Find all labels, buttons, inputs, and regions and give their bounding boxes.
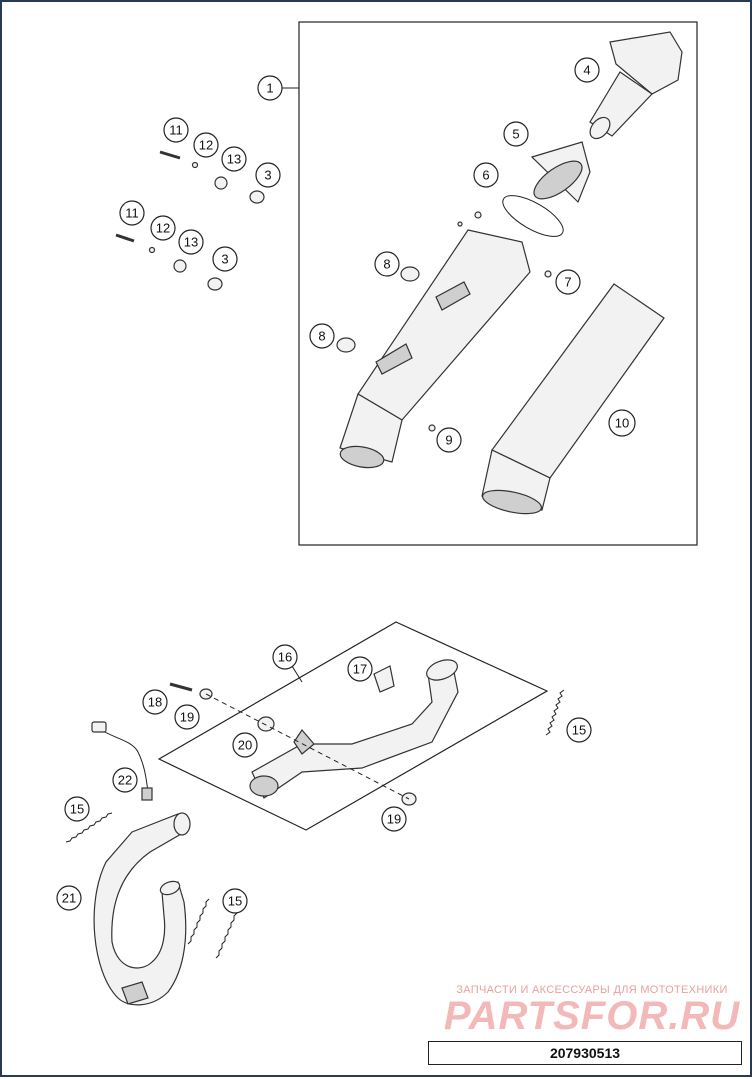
svg-text:7: 7 [564, 275, 571, 290]
callout-12: 12 [150, 215, 176, 241]
svg-text:18: 18 [148, 695, 162, 710]
svg-text:8: 8 [318, 329, 325, 344]
sensor-part [91, 721, 153, 801]
svg-text:3: 3 [264, 168, 271, 183]
svg-text:12: 12 [156, 221, 170, 236]
callout-15: 15 [222, 888, 248, 914]
header-group-box [157, 621, 549, 831]
callout-9: 9 [436, 427, 462, 453]
screw-part [428, 211, 552, 432]
callout-12: 12 [193, 132, 219, 158]
svg-text:10: 10 [615, 416, 629, 431]
svg-text:4: 4 [583, 63, 590, 78]
fastener-set-upper [159, 150, 265, 204]
callout-3: 3 [212, 246, 238, 272]
callout-19: 19 [174, 704, 200, 730]
svg-text:20: 20 [238, 738, 252, 753]
callout-8: 8 [309, 323, 335, 349]
end-cap-part [589, 31, 683, 140]
leader-line [291, 665, 303, 683]
grommet-part [336, 266, 420, 353]
callout-1: 1 [257, 75, 283, 101]
svg-text:9: 9 [445, 433, 452, 448]
svg-text:17: 17 [353, 662, 367, 677]
callout-22: 22 [112, 767, 138, 793]
callout-19: 19 [381, 806, 407, 832]
callout-6: 6 [473, 162, 499, 188]
svg-text:8: 8 [383, 257, 390, 272]
callout-11: 11 [119, 200, 145, 226]
svg-text:19: 19 [387, 812, 401, 827]
mid-pipe-part [249, 659, 459, 799]
silencer-body-part [339, 229, 531, 469]
callout-17: 17 [347, 656, 373, 682]
callout-3: 3 [255, 162, 281, 188]
spring-part [65, 689, 565, 959]
silencer-group-box [298, 21, 698, 546]
callout-16: 16 [272, 644, 298, 670]
header-pipe-part [93, 812, 191, 1006]
callout-18: 18 [142, 689, 168, 715]
svg-text:6: 6 [482, 168, 489, 183]
svg-text:13: 13 [227, 152, 241, 167]
svg-text:11: 11 [125, 206, 139, 221]
callout-7: 7 [555, 269, 581, 295]
diagram-code-box: 207930513 [428, 1041, 742, 1065]
svg-text:22: 22 [118, 773, 132, 788]
diagram-code: 207930513 [549, 1045, 621, 1061]
o-ring-part [502, 195, 564, 237]
callout-11: 11 [163, 117, 189, 143]
callout-13: 13 [178, 229, 204, 255]
callout-13: 13 [221, 146, 247, 172]
cone-part [530, 141, 591, 204]
callout-8: 8 [374, 251, 400, 277]
callout-15: 15 [566, 717, 592, 743]
callout-5: 5 [503, 121, 529, 147]
callout-21: 21 [56, 885, 82, 911]
svg-text:5: 5 [512, 127, 519, 142]
silencer-cover-part [481, 283, 665, 515]
svg-text:13: 13 [184, 235, 198, 250]
callout-10: 10 [608, 409, 636, 437]
clamp-part [373, 665, 395, 693]
fastener-set-lower [115, 233, 223, 291]
svg-text:15: 15 [228, 894, 242, 909]
svg-text:3: 3 [221, 252, 228, 267]
bolt-part [169, 682, 193, 692]
callout-15: 15 [64, 796, 90, 822]
callout-20: 20 [232, 732, 258, 758]
svg-text:19: 19 [180, 710, 194, 725]
svg-text:21: 21 [62, 891, 76, 906]
svg-text:15: 15 [572, 723, 586, 738]
callout-4: 4 [574, 57, 600, 83]
svg-text:11: 11 [169, 123, 183, 138]
svg-text:1: 1 [266, 81, 273, 96]
svg-text:16: 16 [278, 650, 292, 665]
assembly-axis-line [205, 693, 410, 800]
svg-text:12: 12 [199, 138, 213, 153]
damper-part [257, 716, 275, 732]
svg-text:15: 15 [70, 802, 84, 817]
